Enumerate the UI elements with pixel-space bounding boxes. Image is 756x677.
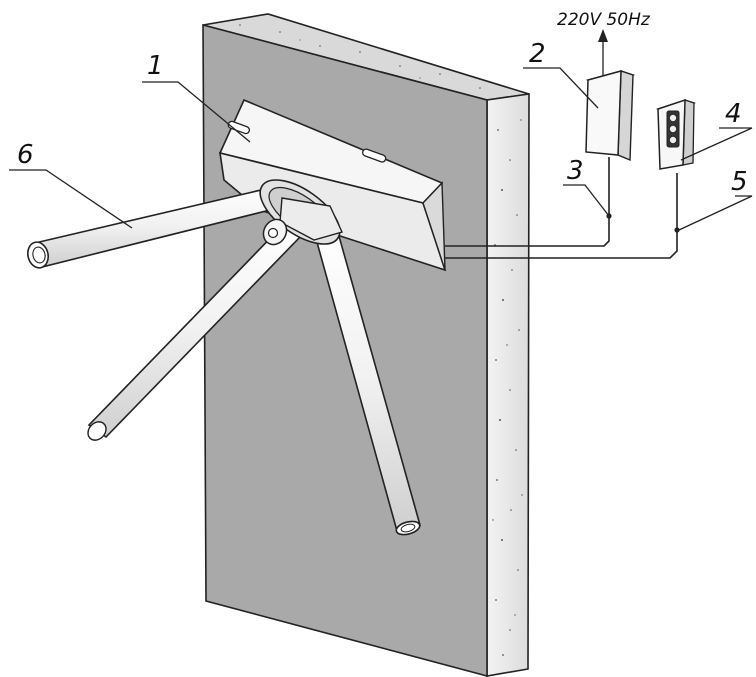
leader-2 bbox=[523, 67, 599, 109]
leader-6 bbox=[9, 169, 133, 229]
remote-button-3 bbox=[669, 135, 678, 144]
power-cable bbox=[445, 157, 610, 247]
concrete-texture bbox=[239, 24, 523, 656]
remote-cable-node bbox=[674, 227, 680, 233]
housing-side bbox=[422, 181, 446, 271]
remote-cable bbox=[445, 173, 678, 259]
callout-2: 2 bbox=[529, 39, 546, 69]
barrier-rotor bbox=[27, 179, 421, 536]
callout-1: 1 bbox=[147, 51, 164, 81]
leader-1 bbox=[142, 81, 251, 143]
wall-side-face bbox=[486, 93, 530, 677]
remote-button-2 bbox=[669, 125, 678, 134]
leader-3 bbox=[563, 184, 610, 217]
callout-3: 3 bbox=[567, 156, 584, 186]
power-supply-label: 220V 50Hz bbox=[557, 10, 651, 30]
housing-slot-right bbox=[362, 148, 387, 163]
leader-4 bbox=[680, 127, 753, 161]
callout-4: 4 bbox=[725, 99, 742, 129]
remote-control-panel bbox=[655, 98, 697, 170]
power-supply-unit bbox=[585, 29, 636, 162]
callout-6: 6 bbox=[17, 140, 34, 170]
leader-5 bbox=[678, 195, 753, 231]
cables bbox=[445, 157, 680, 259]
hub-bolt bbox=[262, 218, 288, 246]
callout-5: 5 bbox=[731, 167, 748, 197]
remote-button-1 bbox=[669, 114, 678, 123]
power-arrow-head bbox=[598, 29, 608, 42]
rotor-hub bbox=[259, 179, 343, 246]
leader-lines bbox=[9, 67, 753, 231]
